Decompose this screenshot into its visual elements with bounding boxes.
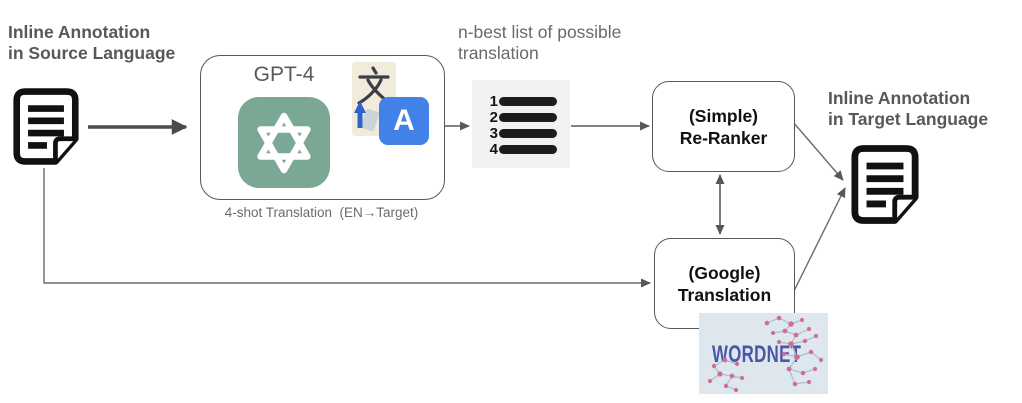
arrow-google-to-target	[792, 187, 846, 294]
openai-logo-icon	[238, 97, 330, 188]
nbest-rank: 2	[489, 108, 498, 126]
reranker-line2: Re-Ranker	[679, 127, 768, 148]
nbest-list-image: 1 2 3 4	[472, 80, 570, 168]
translate-latin-square: A	[379, 97, 429, 145]
google-translate-icon: A	[352, 62, 430, 146]
nbest-label-line2: translation	[458, 43, 539, 63]
nbest-list-label: n-best list of possible translation	[458, 22, 621, 64]
translate-up-arrow-icon	[354, 101, 379, 132]
google-line1: (Google)	[688, 262, 761, 283]
gpt4-box: GPT-4	[200, 55, 445, 200]
arrow-reranker-to-target	[792, 121, 844, 181]
nbest-rank: 1	[489, 92, 498, 110]
reranker-box: (Simple) Re-Ranker	[652, 81, 795, 172]
source-label-line1: Inline Annotation	[8, 22, 151, 42]
source-language-label: Inline Annotation in Source Language	[8, 22, 175, 64]
target-document-icon	[851, 145, 919, 224]
wordnet-logo: WORDNET	[699, 313, 828, 394]
arrow-source-to-google	[43, 168, 651, 288]
nbest-bar	[499, 144, 557, 154]
target-language-label: Inline Annotation in Target Language	[828, 88, 988, 130]
nbest-row: 3	[472, 124, 570, 142]
wordnet-network-graph-icon	[707, 315, 824, 393]
target-label-line1: Inline Annotation	[828, 88, 971, 108]
source-label-line2: in Source Language	[8, 43, 176, 63]
gpt4-title: GPT-4	[253, 63, 315, 86]
nbest-label-line1: n-best list of possible	[458, 22, 622, 42]
target-label-line2: in Target Language	[828, 109, 989, 129]
nbest-row: 2	[472, 108, 570, 126]
nbest-rank: 4	[489, 140, 498, 158]
nbest-bar	[499, 112, 557, 122]
reranker-line1: (Simple)	[688, 105, 759, 126]
source-document-icon	[13, 88, 79, 165]
translate-a-glyph: A	[393, 104, 415, 137]
nbest-bar	[499, 96, 557, 106]
nbest-row: 1	[472, 92, 570, 110]
nbest-row: 4	[472, 140, 570, 158]
gpt4-caption: 4-shot Translation (EN→Target)	[224, 205, 419, 220]
nbest-bar	[499, 128, 557, 138]
nbest-rank: 3	[489, 124, 498, 142]
google-line2: Translation	[677, 284, 772, 305]
